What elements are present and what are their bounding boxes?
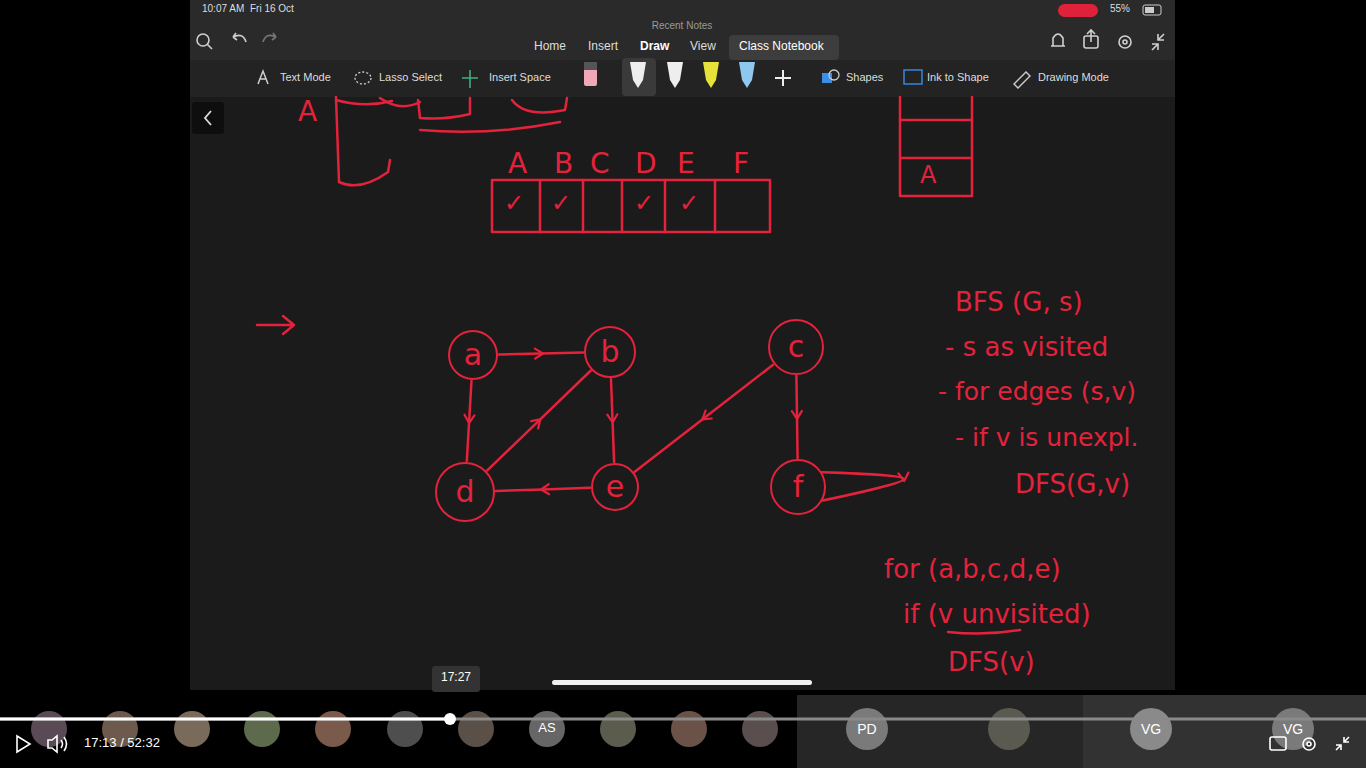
ink-strokes — [257, 97, 1020, 634]
stack-entry: A — [920, 162, 936, 190]
record-pill — [1058, 4, 1098, 17]
menu-tab: Insert — [588, 40, 618, 54]
battery-level — [1145, 7, 1154, 13]
tool-label: Shapes — [846, 71, 883, 84]
participant-avatars — [31, 708, 1314, 750]
vertex-label: d — [455, 477, 474, 507]
progress-knob — [444, 713, 456, 725]
vertex-label: a — [464, 340, 482, 370]
avatar-initials: AS — [538, 721, 555, 736]
avatar-initials: VG — [1141, 721, 1161, 737]
graph-vertex: f — [770, 459, 826, 515]
note-line: - for edges (s,v) — [938, 378, 1136, 407]
graph-edge — [796, 376, 797, 458]
tool-label: Lasso Select — [379, 71, 442, 84]
vertex-label: f — [793, 472, 804, 502]
avatar-initials: PD — [857, 721, 876, 737]
graph-edge — [467, 381, 472, 461]
graph-edge — [487, 371, 590, 471]
array-header: D — [635, 148, 657, 180]
vertex-label: c — [788, 332, 805, 362]
tool-label: Text Mode — [280, 71, 331, 84]
participant-tiles — [797, 695, 1083, 768]
visited-check: ✓ — [634, 190, 654, 218]
menu-tab: View — [690, 40, 716, 54]
visited-check: ✓ — [551, 190, 571, 218]
time-tooltip — [432, 666, 480, 692]
graph-edge — [496, 488, 590, 491]
hover-time: 17:27 — [441, 671, 471, 685]
graph-edge — [822, 472, 904, 500]
note-line: if (v unvisited) — [903, 600, 1091, 630]
menu-tab: Draw — [640, 40, 669, 54]
toolbar-icons — [258, 58, 1030, 96]
ink-letter: A — [298, 96, 317, 128]
header-icons — [197, 30, 1164, 50]
tab-highlight — [729, 35, 839, 60]
note-line: for (a,b,c,d,e) — [884, 555, 1061, 585]
array-header: A — [508, 148, 527, 180]
vertex-label: e — [606, 472, 624, 502]
array-header: B — [554, 148, 573, 180]
array-header: F — [733, 148, 749, 180]
graph-vertex: c — [768, 319, 824, 375]
home-indicator — [552, 680, 812, 685]
note-line: - s as visited — [945, 333, 1108, 363]
app-header — [190, 0, 1175, 60]
graph-vertex: d — [435, 462, 495, 522]
note-line: BFS (G, s) — [955, 288, 1083, 318]
vertex-label: b — [600, 337, 619, 367]
tool-label: Drawing Mode — [1038, 71, 1109, 84]
menu-tab: Class Notebook — [739, 40, 824, 54]
array-header: C — [590, 148, 610, 180]
battery-icon — [1143, 5, 1161, 15]
note-canvas — [190, 0, 1175, 690]
status-date: Fri 16 Oct — [250, 3, 294, 15]
progress-played — [0, 718, 450, 721]
back-button — [192, 102, 224, 134]
graph-vertex: b — [584, 326, 636, 378]
tool-label: Ink to Shape — [927, 71, 989, 84]
window-title: Recent Notes — [652, 20, 713, 32]
tool-label: Insert Space — [489, 71, 551, 84]
graph-edge — [499, 353, 583, 355]
note-line: DFS(v) — [948, 648, 1035, 678]
note-line: DFS(G,v) — [1015, 470, 1130, 500]
battery-percent: 55% — [1110, 3, 1130, 15]
graph-edge — [635, 365, 773, 472]
graph-vertex: a — [448, 330, 498, 380]
menu-tab: Home — [534, 40, 566, 54]
draw-toolbar — [190, 60, 1175, 97]
status-time: 10:07 AM — [202, 3, 244, 15]
back-chevron — [205, 111, 211, 125]
player-icons — [17, 736, 1349, 752]
visited-check: ✓ — [504, 190, 524, 218]
control-bar — [0, 695, 1366, 768]
note-line: - if v is unexpl. — [955, 424, 1139, 453]
playback-time: 17:13 / 52:32 — [84, 736, 160, 751]
avatar-initials: VG — [1283, 721, 1303, 737]
graph-edge — [611, 379, 614, 462]
array-header: E — [677, 148, 695, 180]
participant-tiles — [1083, 695, 1366, 768]
progress-track — [0, 718, 1366, 721]
visited-check: ✓ — [679, 190, 699, 218]
graph-vertex: e — [591, 463, 639, 511]
